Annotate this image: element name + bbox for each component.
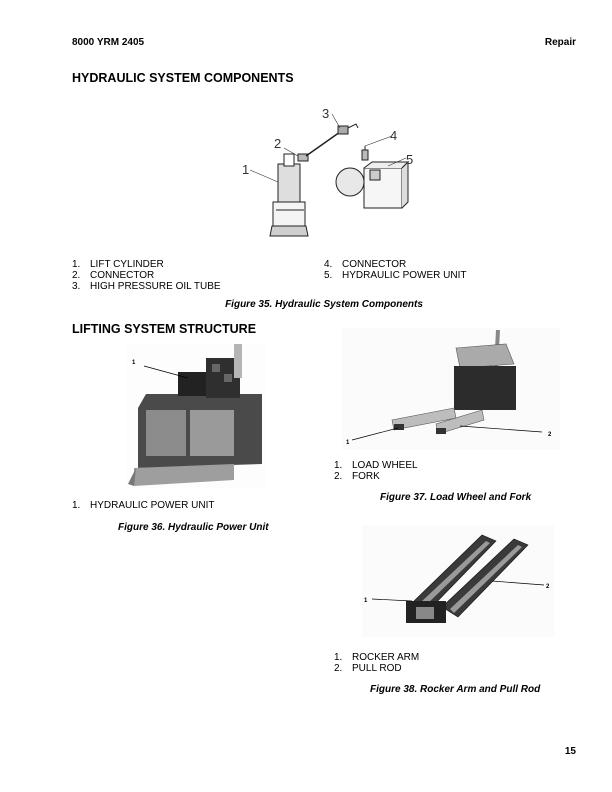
fig37-legend: 1.LOAD WHEEL 2.FORK (334, 460, 418, 482)
callout-1: 1 (242, 162, 249, 177)
legend-item: 1.LOAD WHEEL (334, 460, 418, 471)
fig37-callout-1: 1 (346, 440, 350, 446)
fig36-legend: 1.HYDRAULIC POWER UNIT (72, 500, 214, 511)
page-number: 15 (564, 746, 576, 757)
legend-item: 1.LIFT CYLINDER (72, 259, 164, 270)
callout-2: 2 (274, 136, 281, 151)
hydraulic-components-illustration: 1 2 3 4 5 (242, 106, 413, 237)
legend-item: 4.CONNECTOR (324, 259, 407, 270)
fig38-legend: 1.ROCKER ARM 2.PULL ROD (334, 652, 419, 674)
legend-item: 2.FORK (334, 471, 380, 482)
callout-3: 3 (322, 106, 329, 121)
figure-37-caption: Figure 37. Load Wheel and Fork (380, 492, 532, 503)
hydraulic-legend-right: 4.CONNECTOR 5.HYDRAULIC POWER UNIT (324, 259, 466, 281)
section-name: Repair (544, 37, 576, 48)
figure-35-caption: Figure 35. Hydraulic System Components (225, 299, 423, 310)
rocker-arm-pull-rod-illustration: 1 2 (362, 525, 554, 637)
hydraulic-power-unit-photo: 1 (126, 344, 266, 489)
fig37-callout-2: 2 (548, 432, 552, 438)
lifting-section-title: LIFTING SYSTEM STRUCTURE (72, 322, 257, 336)
callout-4: 4 (390, 128, 397, 143)
legend-item: 1.ROCKER ARM (334, 652, 420, 663)
callout-5: 5 (406, 152, 413, 167)
hydraulic-legend-left: 1.LIFT CYLINDER 2.CONNECTOR 3.HIGH PRESS… (72, 259, 221, 292)
figure-36-caption: Figure 36. Hydraulic Power Unit (118, 522, 269, 533)
figure-38-caption: Figure 38. Rocker Arm and Pull Rod (370, 684, 541, 695)
doc-id: 8000 YRM 2405 (72, 37, 145, 48)
legend-item: 3.HIGH PRESSURE OIL TUBE (72, 281, 221, 292)
hydraulic-section-title: HYDRAULIC SYSTEM COMPONENTS (72, 71, 294, 85)
legend-item: 2.PULL ROD (334, 663, 402, 674)
legend-item: 5.HYDRAULIC POWER UNIT (324, 270, 467, 281)
load-wheel-fork-illustration: 1 2 (342, 328, 560, 450)
legend-item: 1.HYDRAULIC POWER UNIT (72, 500, 215, 511)
fig36-callout-1: 1 (132, 360, 136, 366)
legend-item: 2.CONNECTOR (72, 270, 155, 281)
fig38-callout-2: 2 (546, 584, 550, 590)
fig38-callout-1: 1 (364, 598, 368, 604)
